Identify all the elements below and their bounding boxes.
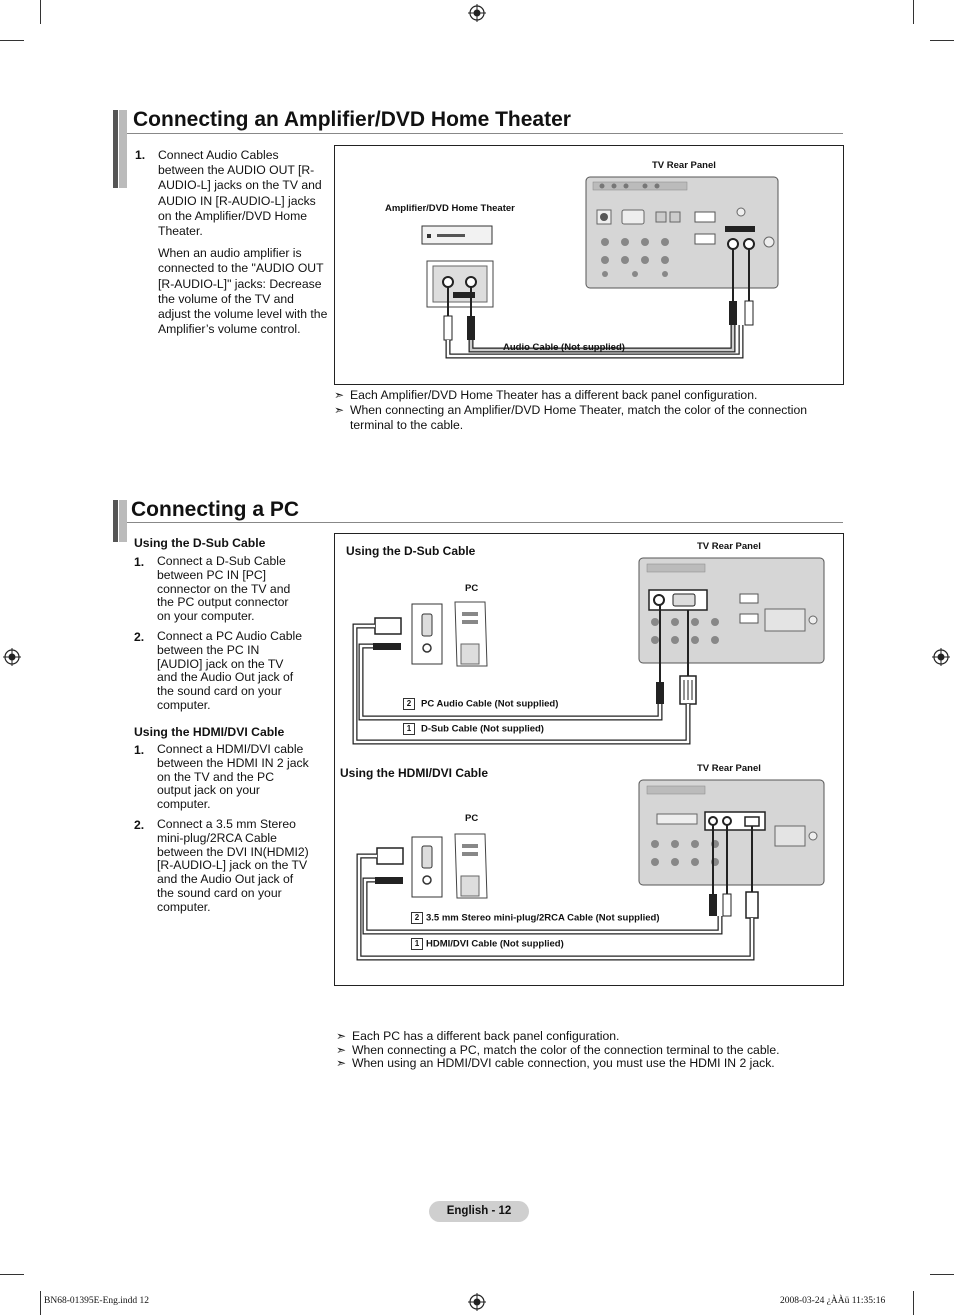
step-text: Connect a HDMI/DVI cable between the HDM… (157, 742, 309, 812)
step-number: 1. (134, 743, 145, 757)
diagram-drawing (352, 557, 825, 961)
section-accent-bar (113, 500, 118, 542)
section-rule (127, 522, 843, 523)
section-title: Connecting an Amplifier/DVD Home Theater (133, 108, 571, 131)
footer-file-info: BN68-01395E-Eng.indd 12 (44, 1296, 150, 1306)
registration-mark-icon (468, 4, 486, 22)
arrow-icon: ➣ (336, 1029, 347, 1043)
step-text: Connect a PC Audio Cable between the PC … (157, 629, 302, 712)
pc-label: PC (465, 813, 479, 824)
diagram-subtitle: Using the HDMI/DVI Cable (340, 766, 489, 780)
instruction-step: 1. Connect a D-Sub Cable between PC IN [… (134, 554, 304, 625)
step-number: 1. (135, 148, 146, 162)
subheading: Using the HDMI/DVI Cable (134, 725, 285, 739)
arrow-icon: ➣ (334, 388, 345, 402)
cable-label: Audio Cable (Not supplied) (503, 342, 625, 353)
step-text: When an audio amplifier is connected to … (158, 246, 328, 337)
section-rule (127, 133, 843, 134)
arrow-icon: ➣ (336, 1043, 347, 1057)
crop-mark (40, 1291, 41, 1315)
crop-mark (930, 1274, 954, 1275)
instruction-step: 2. Connect a PC Audio Cable between the … (134, 629, 304, 715)
instruction-step: 1. Connect Audio Cables between the AUDI… (135, 148, 330, 348)
tv-rear-panel-label: TV Rear Panel (697, 541, 761, 552)
crop-mark (913, 1291, 914, 1315)
diagram-drawing (421, 176, 779, 359)
instruction-step: 1. Connect a HDMI/DVI cable between the … (134, 742, 309, 813)
instruction-step: 2. Connect a 3.5 mm Stereo mini-plug/2RC… (134, 817, 314, 918)
step-text: Connect a D-Sub Cable between PC IN [PC]… (157, 554, 291, 624)
amplifier-label: Amplifier/DVD Home Theater (385, 203, 515, 214)
crop-mark (930, 40, 954, 41)
step-number: 1. (134, 555, 145, 569)
registration-mark-icon (3, 648, 21, 666)
page-number-badge: English - 12 (429, 1201, 529, 1222)
step-text: Connect a 3.5 mm Stereo mini-plug/2RCA C… (157, 817, 309, 914)
section-accent-bar (119, 110, 127, 188)
pc-label: PC (465, 583, 479, 594)
registration-mark-icon (468, 1293, 486, 1311)
tv-rear-panel-label: TV Rear Panel (697, 763, 761, 774)
section-accent-bar (113, 110, 118, 188)
arrow-icon: ➣ (336, 1056, 347, 1070)
step-number: 2. (134, 630, 145, 644)
section-title: Connecting a PC (131, 498, 300, 521)
step-text: Connect Audio Cables between the AUDIO O… (158, 148, 322, 239)
crop-mark (0, 40, 24, 41)
crop-mark (913, 0, 914, 24)
crop-mark (40, 0, 41, 24)
diagram-amplifier-connection: TV Rear Panel Amplifier/DVD Home Theater… (334, 145, 844, 385)
diagram-subtitle: Using the D-Sub Cable (346, 544, 476, 558)
diagram-pc-connection: Using the D-Sub Cable TV Rear Panel PC 2… (334, 533, 844, 986)
subheading: Using the D-Sub Cable (134, 536, 266, 550)
arrow-icon: ➣ (334, 403, 345, 417)
section-accent-bar (119, 500, 127, 542)
registration-mark-icon (932, 648, 950, 666)
crop-mark (0, 1274, 24, 1275)
footer-timestamp: 2008-03-24 ¿ÀÀü 11:35:16 (780, 1296, 886, 1306)
tv-rear-panel-label: TV Rear Panel (652, 160, 716, 171)
step-number: 2. (134, 818, 145, 832)
